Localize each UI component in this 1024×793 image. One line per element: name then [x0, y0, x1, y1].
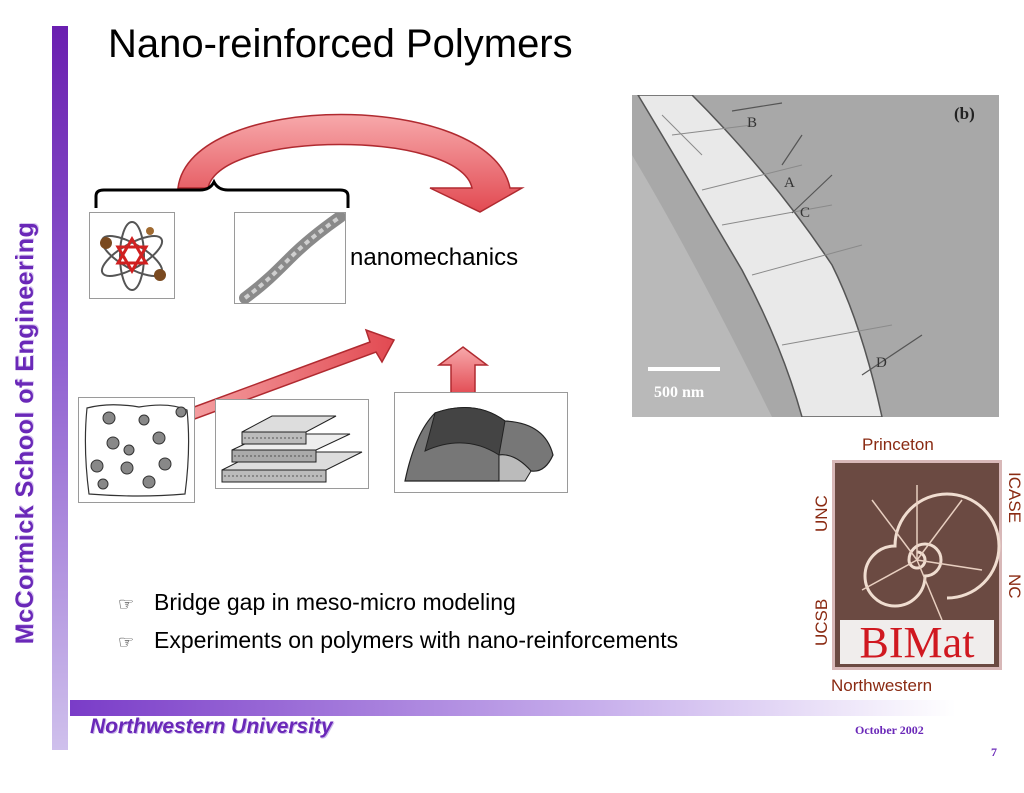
partner-left-upper: UNC [812, 495, 831, 532]
bullet-item: ☞ Bridge gap in meso-micro modeling [118, 589, 516, 616]
atom-image [89, 212, 175, 299]
pointing-hand-icon: ☞ [118, 594, 135, 615]
bullet-text: Bridge gap in meso-micro modeling [154, 589, 516, 615]
laminate-icon [221, 415, 363, 483]
particle-composite-image [78, 397, 195, 503]
sidebar-title: McCormick School of Engineering [11, 221, 39, 645]
sidebar-bar [52, 26, 68, 750]
slide-title: Nano-reinforced Polymers [108, 22, 573, 66]
label-b: B [747, 115, 757, 131]
particle-composite-icon [84, 404, 190, 497]
scale-bar-label: 500 nm [654, 384, 705, 401]
label-d: D [876, 355, 887, 371]
atom-icon [100, 221, 166, 291]
footer-university: Northwestern University [90, 715, 333, 738]
up-arrow [437, 346, 489, 396]
tem-micrograph: B A C D (b) 500 nm [632, 94, 999, 418]
laminate-image [215, 399, 369, 489]
micrograph-image: B A C D (b) 500 nm [632, 94, 999, 418]
bimat-logo-text: BIMat [860, 618, 975, 667]
pointing-hand-icon: ☞ [118, 632, 135, 653]
nanotube-image [234, 211, 346, 304]
bimat-logo: BIMat [832, 460, 1002, 670]
panel-label: (b) [954, 104, 975, 123]
curved-shell-image [394, 392, 568, 493]
curved-arrow [177, 113, 525, 213]
partner-bottom: Northwestern [831, 676, 933, 695]
nanotube-icon [239, 211, 346, 304]
nanomechanics-label: nanomechanics [350, 244, 519, 271]
partner-left-lower: UCSB [812, 598, 831, 646]
partner-right-upper: ICASE [1005, 472, 1024, 524]
bullet-item: ☞ Experiments on polymers with nano-reinf… [118, 627, 678, 654]
label-a: A [784, 175, 795, 191]
partner-top: Princeton [862, 435, 934, 454]
footer-date: October 2002 [855, 723, 924, 737]
curved-arrow-diagram [94, 113, 525, 213]
curved-shell-icon [404, 407, 554, 482]
footer-bar [70, 700, 956, 716]
nautilus-shell-icon: BIMat [832, 460, 1002, 670]
page-number: 7 [991, 745, 997, 759]
bullet-text: Experiments on polymers with nano-reinfo… [154, 627, 679, 653]
label-c: C [800, 205, 810, 221]
brace [94, 178, 350, 208]
